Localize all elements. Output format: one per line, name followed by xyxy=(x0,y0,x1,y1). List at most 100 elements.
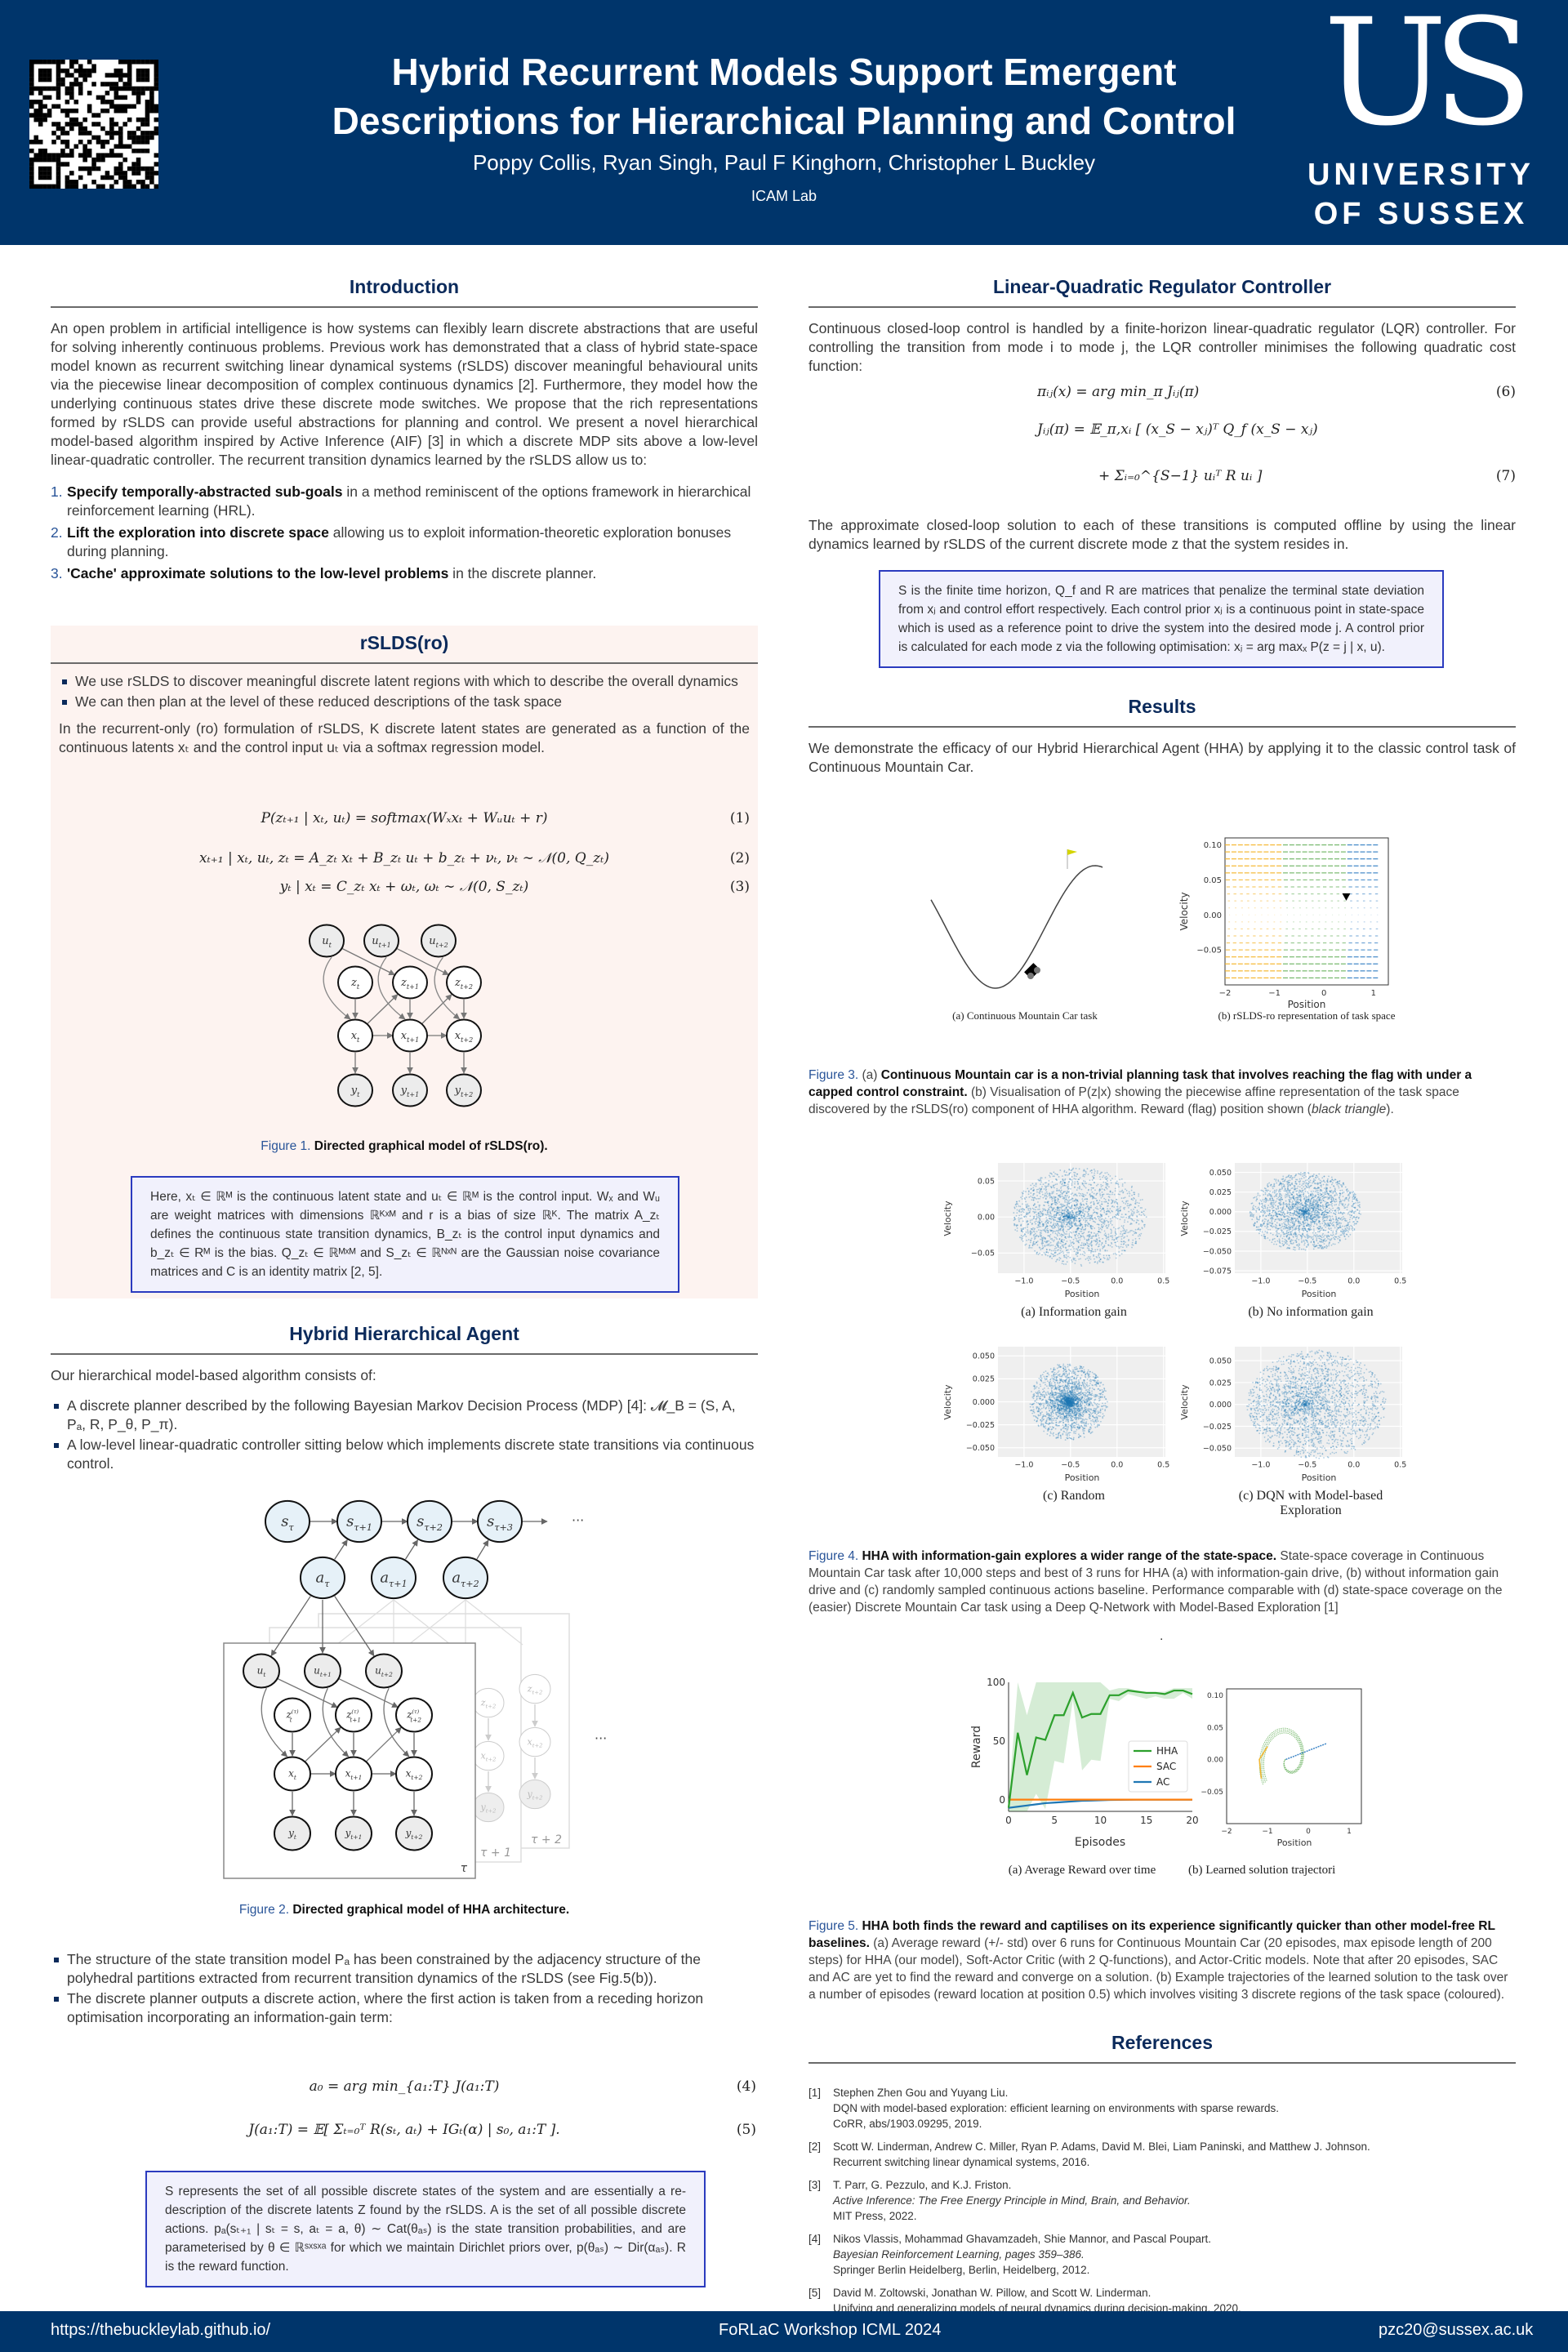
qr-module xyxy=(47,86,52,91)
scatter-point xyxy=(1101,1188,1103,1190)
qr-module xyxy=(82,144,87,149)
qr-module xyxy=(42,175,47,180)
scatter-point xyxy=(1338,1208,1340,1210)
scatter-point xyxy=(1269,1197,1272,1200)
scatter-point xyxy=(1310,1228,1312,1231)
scatter-point xyxy=(1286,1192,1289,1195)
scatter-point xyxy=(1283,1184,1285,1186)
scatter-point xyxy=(1078,1227,1080,1230)
node-label: x xyxy=(481,1750,487,1761)
scatter-point xyxy=(1336,1183,1339,1186)
scatter-point xyxy=(1132,1234,1134,1236)
scatter-point xyxy=(1063,1221,1065,1223)
scatter-point xyxy=(1309,1208,1312,1210)
scatter-point xyxy=(1071,1226,1073,1228)
scatter-point xyxy=(1088,1249,1089,1251)
scatter-point xyxy=(1044,1196,1046,1197)
scatter-point xyxy=(1284,1186,1286,1188)
scatter-point xyxy=(1030,1208,1031,1210)
scatter-point xyxy=(1314,1232,1316,1234)
scatter-point xyxy=(1313,1199,1316,1201)
scatter-point xyxy=(1059,1229,1062,1232)
scatter-point xyxy=(1051,1225,1054,1227)
scatter-point xyxy=(1300,1191,1303,1193)
scatter-point xyxy=(1082,1209,1084,1211)
scatter-point xyxy=(1077,1210,1080,1213)
scatter-point xyxy=(1124,1250,1126,1252)
rslds-text: In the recurrent-only (ro) formulation o… xyxy=(59,720,750,755)
scatter-point xyxy=(1324,1234,1326,1236)
scatter-point xyxy=(1083,1242,1085,1245)
qr-module xyxy=(145,108,150,114)
scatter-point xyxy=(1054,1200,1056,1202)
scatter-point xyxy=(1249,1212,1251,1214)
scatter-point xyxy=(1068,1228,1070,1231)
scatter-point xyxy=(1290,1174,1292,1177)
scatter-point xyxy=(1041,1214,1044,1216)
scatter-point xyxy=(1087,1255,1089,1258)
scatter-point xyxy=(1067,1216,1070,1218)
scatter-point xyxy=(1089,1256,1091,1258)
node-label: y xyxy=(405,1828,412,1839)
scatter-point xyxy=(1334,1227,1336,1229)
scatter-point xyxy=(1076,1203,1078,1205)
scatter-point xyxy=(1264,1207,1267,1209)
scatter-point xyxy=(1319,1182,1321,1184)
scatter-point xyxy=(1053,1171,1055,1174)
scatter-point xyxy=(1095,1235,1098,1236)
scatter-point xyxy=(1090,1252,1092,1254)
scatter-point xyxy=(1079,1249,1081,1251)
scatter-point xyxy=(1036,1214,1038,1216)
scatter-point xyxy=(1058,1238,1061,1241)
scatter-point xyxy=(1078,1210,1080,1213)
scatter-point xyxy=(1124,1229,1126,1231)
scatter-point xyxy=(1058,1259,1061,1261)
scatter-point xyxy=(1056,1173,1058,1175)
scatter-point xyxy=(1071,1245,1072,1247)
qr-module xyxy=(154,60,158,65)
scatter-point xyxy=(1346,1229,1348,1232)
scatter-point xyxy=(1059,1258,1062,1259)
scatter-point xyxy=(1066,1223,1067,1226)
scatter-point xyxy=(1101,1241,1103,1244)
scatter-point xyxy=(1062,1227,1064,1228)
scatter-point xyxy=(1046,1196,1048,1198)
scatter-point xyxy=(1321,1204,1324,1206)
scatter-point xyxy=(1105,1234,1107,1236)
scatter-point xyxy=(1131,1218,1134,1220)
scatter-point xyxy=(1058,1228,1060,1231)
scatter-point xyxy=(1052,1175,1054,1178)
scatter-point xyxy=(1281,1231,1283,1232)
scatter-point xyxy=(1102,1247,1104,1250)
scatter-point xyxy=(1335,1218,1338,1221)
scatter-point xyxy=(1066,1219,1068,1221)
scatter-point xyxy=(1304,1184,1307,1187)
title-line-2: Descriptions for Hierarchical Planning a… xyxy=(332,100,1236,142)
scatter-point xyxy=(1296,1193,1298,1196)
scatter-point xyxy=(1284,1232,1286,1235)
qr-module xyxy=(154,184,158,189)
scatter-point xyxy=(1066,1233,1068,1235)
scatter-point xyxy=(1054,1198,1056,1200)
scatter-point xyxy=(1138,1214,1141,1215)
scatter-point xyxy=(1276,1198,1278,1200)
scatter-point xyxy=(1046,1192,1049,1195)
scatter-point xyxy=(1062,1228,1065,1230)
scatter-point xyxy=(1292,1177,1294,1178)
scatter-point xyxy=(1285,1224,1287,1227)
scatter-point xyxy=(1276,1243,1277,1245)
scatter-point xyxy=(1077,1246,1080,1248)
scatter-point xyxy=(1095,1238,1098,1241)
scatter-point xyxy=(1091,1249,1094,1251)
scatter-point xyxy=(1069,1231,1071,1233)
qr-code[interactable] xyxy=(29,60,158,189)
scatter-point xyxy=(1052,1230,1054,1232)
scatter-point xyxy=(1260,1200,1263,1203)
figure-1-caption: Figure 1. Directed graphical model of rS… xyxy=(51,1138,758,1155)
qr-module xyxy=(154,108,158,114)
scatter-point xyxy=(1077,1183,1079,1185)
scatter-point xyxy=(1076,1225,1079,1227)
scatter-point xyxy=(1073,1171,1076,1174)
scatter-point xyxy=(1105,1200,1107,1203)
scatter-point xyxy=(1325,1216,1327,1218)
